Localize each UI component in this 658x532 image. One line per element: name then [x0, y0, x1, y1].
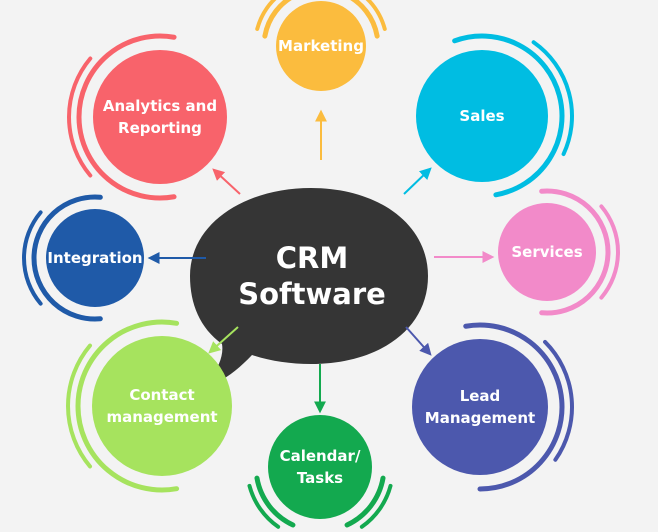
contact-management-circle — [92, 336, 232, 476]
lead-management-ring-arc — [463, 322, 565, 492]
services-ring-arc — [539, 188, 611, 316]
sales-ring-arc — [452, 33, 565, 198]
analytics-reporting-circle — [93, 50, 227, 184]
integration-ring-arc-outer — [22, 210, 43, 306]
marketing-circle — [276, 1, 366, 91]
marketing-ring-arc-b — [350, 0, 380, 39]
marketing-ring-arc-a — [262, 0, 292, 39]
lead-management-arrow — [405, 326, 432, 356]
calendar-tasks-circle — [268, 415, 372, 519]
analytics-reporting-ring-arc — [76, 33, 177, 201]
sales-ring-arc-outer — [531, 40, 574, 157]
contact-management-ring-arc-outer — [66, 343, 92, 469]
analytics-reporting-ring-arc-outer — [67, 56, 93, 178]
calendar-tasks-ring-arc-b — [254, 475, 296, 528]
services-circle — [498, 203, 596, 301]
analytics-reporting-arrow — [212, 168, 241, 195]
integration-circle — [46, 209, 144, 307]
lead-management-ring-arc-outer — [543, 339, 574, 462]
contact-management-arrow — [208, 326, 239, 354]
calendar-tasks-ring-arc-c — [359, 483, 393, 529]
contact-management-ring-arc — [75, 319, 180, 493]
center-label: CRM Software — [238, 241, 386, 311]
sales-arrow — [403, 167, 432, 195]
calendar-tasks-ring-arc-d — [247, 483, 281, 529]
lead-management-circle — [412, 339, 548, 475]
calendar-tasks-ring-arc-a — [344, 475, 386, 528]
integration-ring-arc — [31, 194, 103, 322]
sales-circle — [416, 50, 548, 182]
marketing-ring-arc-d — [365, 0, 387, 31]
center-bubble — [190, 188, 428, 388]
marketing-ring-arc-c — [255, 0, 277, 31]
services-ring-arc-outer — [599, 204, 620, 300]
